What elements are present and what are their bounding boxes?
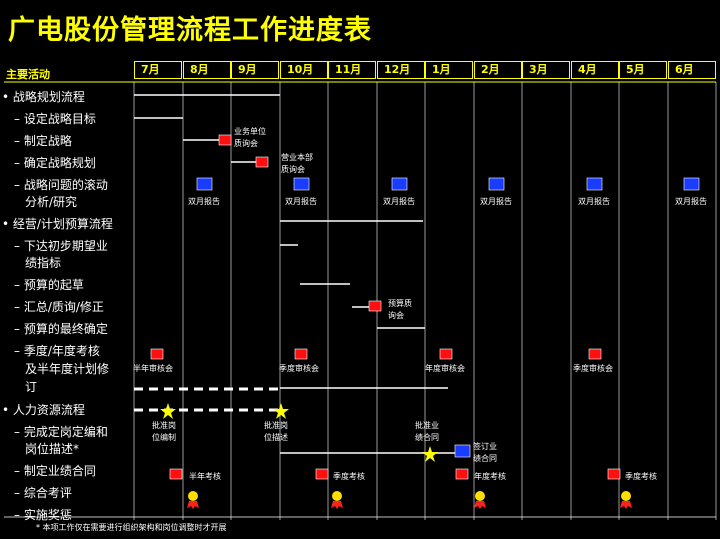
review-marker-red: [150, 348, 164, 360]
row-make-strategy: – 制定战略: [14, 134, 72, 148]
row-post-definition: – 完成定岗定编和: [14, 425, 108, 439]
note-approve-post: 批准岗: [152, 421, 176, 430]
month-dec: 12月: [377, 61, 425, 79]
consult-marker-red: [218, 134, 232, 146]
note-halfyear: 半年审核会: [133, 364, 173, 373]
row-appraisal: – 综合考评: [14, 486, 72, 500]
row-post-definition-2: 岗位描述*: [25, 442, 80, 456]
month-jul: 7月: [134, 61, 182, 79]
footnote: * 本项工作仅在需要进行组织架构和岗位调整时才开展: [36, 523, 227, 532]
month-feb: 2月: [474, 61, 522, 79]
note-quarterly: 季度审核会: [573, 364, 613, 373]
note-approve-perf: 批准业: [415, 421, 439, 430]
row-initial-targets: – 下达初步期望业: [14, 239, 108, 253]
note-bimonthly: 双月报告: [480, 197, 512, 206]
month-apr: 4月: [571, 61, 619, 79]
note-biz-consult: 营业本部: [281, 153, 313, 162]
row-strategy-process: • 战略规划流程: [2, 90, 85, 104]
note-bimonthly: 双月报告: [383, 197, 415, 206]
milestone-star: [273, 403, 289, 419]
note-dept-consult: 业务单位: [234, 127, 266, 136]
note-quarterly: 季度审核会: [279, 364, 319, 373]
bimonthly-marker-blue: [488, 177, 505, 191]
sign-contract-marker-blue: [454, 444, 471, 458]
note-approve-perf-2: 绩合同: [415, 433, 439, 442]
note-bimonthly: 双月报告: [188, 197, 220, 206]
review-marker-red: [315, 468, 329, 480]
review-marker-red: [294, 348, 308, 360]
note-quarter-review: 季度考核: [333, 472, 365, 481]
note-bimonthly: 双月报告: [675, 197, 707, 206]
month-oct: 10月: [280, 61, 328, 79]
row-perf-contract: – 制定业绩合同: [14, 464, 96, 478]
row-review-3: 订: [25, 380, 38, 394]
month-nov: 11月: [328, 61, 376, 79]
bimonthly-marker-blue: [196, 177, 213, 191]
note-half-review: 半年考核: [189, 472, 221, 481]
note-bimonthly: 双月报告: [285, 197, 317, 206]
month-jun: 6月: [668, 61, 716, 79]
note-approve-desc: 批准岗: [264, 421, 288, 430]
row-budget-final: – 预算的最终确定: [14, 322, 108, 336]
month-sep: 9月: [231, 61, 279, 79]
consult-marker-red: [255, 156, 269, 168]
row-reward: – 实施奖惩: [14, 508, 72, 522]
review-marker-red: [455, 468, 469, 480]
bimonthly-marker-blue: [293, 177, 310, 191]
row-rolling-analysis-2: 分析/研究: [25, 195, 78, 209]
row-consolidate: – 汇总/质询/修正: [14, 300, 104, 314]
bimonthly-marker-blue: [586, 177, 603, 191]
row-budget-draft: – 预算的起草: [14, 278, 84, 292]
bimonthly-marker-blue: [391, 177, 408, 191]
row-hr-process: • 人力资源流程: [2, 403, 85, 417]
row-rolling-analysis: – 战略问题的滚动: [14, 178, 108, 192]
page-title: 广电股份管理流程工作进度表: [8, 15, 372, 46]
row-budget-process: • 经营/计划预算流程: [2, 217, 113, 231]
note-bimonthly: 双月报告: [578, 197, 610, 206]
month-mar: 3月: [522, 61, 570, 79]
milestone-star: [160, 403, 176, 419]
note-budget-consult-2: 询会: [388, 311, 404, 320]
month-aug: 8月: [183, 61, 231, 79]
note-year-review: 年度考核: [474, 472, 506, 481]
note-quarter-review: 季度考核: [625, 472, 657, 481]
bimonthly-marker-blue: [683, 177, 700, 191]
review-marker-red: [588, 348, 602, 360]
note-budget-consult: 预算质: [388, 299, 412, 308]
note-approve-desc-2: 位描述: [264, 433, 288, 442]
consult-marker-red: [368, 300, 382, 312]
month-may: 5月: [619, 61, 667, 79]
note-sign-perf: 签订业: [473, 442, 497, 451]
row-review: – 季度/年度考核: [14, 344, 100, 358]
row-confirm-plan: – 确定战略规划: [14, 156, 96, 170]
review-marker-red: [169, 468, 183, 480]
note-biz-consult-2: 质询会: [281, 165, 305, 174]
note-dept-consult-2: 质询会: [234, 139, 258, 148]
month-jan: 1月: [425, 61, 473, 79]
activity-header: 主要活动: [6, 68, 50, 81]
review-marker-red: [607, 468, 621, 480]
row-review-2: 及半年度计划修: [25, 362, 110, 376]
note-annual: 年度审核会: [425, 364, 465, 373]
note-approve-post-2: 位编制: [152, 433, 176, 442]
note-sign-perf-2: 绩合同: [473, 454, 497, 463]
milestone-star: [422, 446, 438, 462]
row-set-goal: – 设定战略目标: [14, 112, 96, 126]
award-medals: [187, 491, 632, 509]
row-initial-targets-2: 绩指标: [25, 256, 62, 270]
review-marker-red: [439, 348, 453, 360]
